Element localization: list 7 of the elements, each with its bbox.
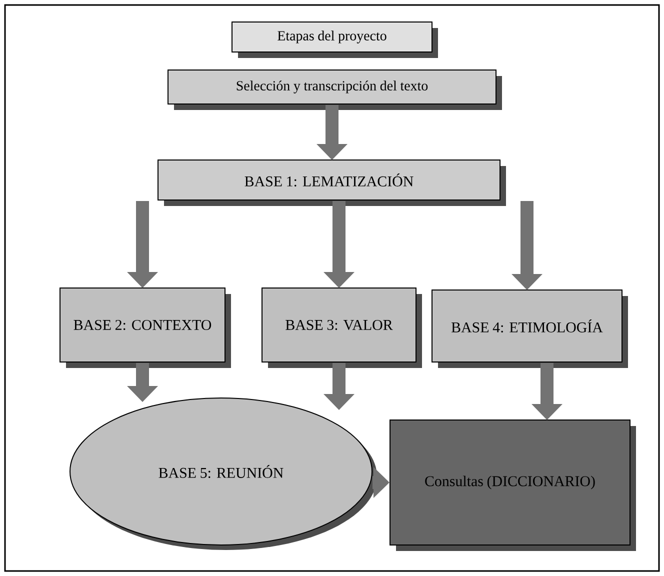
process-box: Consultas (DICCIONARIO) xyxy=(390,420,636,551)
process-box: BASE 3: VALOR xyxy=(262,288,422,368)
process-box: BASE 1: LEMATIZACIÓN xyxy=(158,160,506,206)
process-box: BASE 4: ETIMOLOGÍA xyxy=(432,290,628,368)
process-box: Selección y transcripción del texto xyxy=(168,70,502,110)
process-box: BASE 2: CONTEXTO xyxy=(60,288,231,368)
process-box: Etapas del proyecto xyxy=(232,22,438,58)
